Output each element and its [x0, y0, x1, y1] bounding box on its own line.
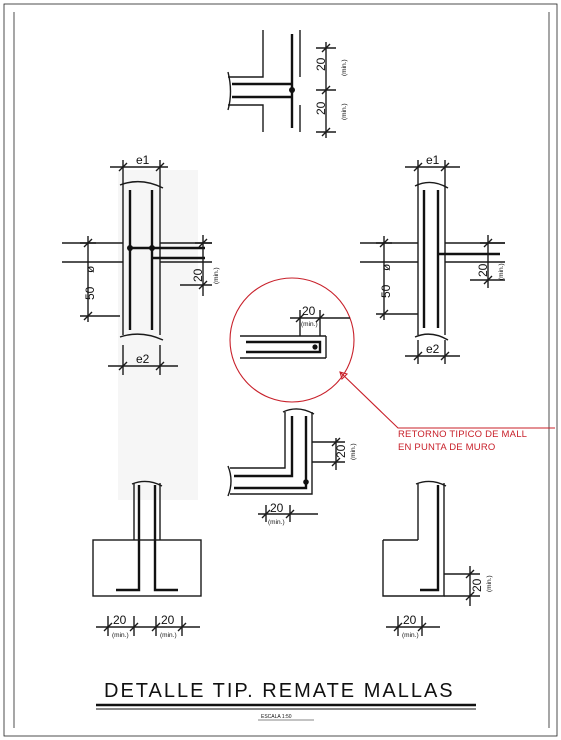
zoom-circle	[229, 277, 355, 403]
right-column-detail: e1 e2 50 ø 20 (min.)	[360, 153, 505, 364]
dim-20-br-h: 20	[403, 613, 417, 627]
top-junction-detail: 20 (min.) 20 (min.)	[227, 30, 348, 138]
dim-e2-right: e2	[426, 342, 440, 356]
dim-20-left-col: 20	[191, 268, 205, 282]
dim-20-corner-h: 20	[270, 501, 284, 515]
rebar-dot	[289, 87, 295, 93]
dim-min-zoom: (min.)	[301, 321, 318, 328]
dim-20-top-a: 20	[314, 57, 328, 71]
dim-min-br-v: (min.)	[486, 575, 493, 592]
drawing-scale: ESCALA 1:50	[261, 714, 292, 720]
dim-50-left: 50	[83, 286, 97, 300]
dim-20-br-v: 20	[470, 578, 484, 592]
dim-20-corner-v: 20	[334, 444, 348, 458]
dim-min-corner-h: (min.)	[268, 519, 285, 526]
sheet-border	[3, 3, 558, 737]
dim-min-top-a: (min.)	[341, 59, 348, 76]
dim-20-zoom: 20	[302, 304, 316, 318]
dim-e2-left: e2	[136, 352, 150, 366]
title-block: DETALLE TIP. REMATE MALLAS ESCALA 1:50	[96, 680, 476, 721]
dim-phi-right: ø	[379, 263, 393, 271]
dim-min-left-col: (min.)	[213, 267, 220, 284]
dim-min-top-b: (min.)	[341, 103, 348, 120]
dim-min-right-col: (min.)	[498, 263, 505, 280]
dim-20-top-b: 20	[314, 101, 328, 115]
footing-left	[92, 539, 202, 597]
bottom-left-foundation-detail: 20 (min.) 20 (min.)	[92, 480, 202, 639]
dim-min-bl-b: (min.)	[160, 632, 177, 639]
bottom-right-foundation-detail: 20 (min.) 20 (min.)	[382, 480, 493, 639]
dim-e1-right: e1	[426, 153, 440, 167]
annotation-line-1: RETORNO TIPICO DE MALL	[398, 429, 527, 440]
wall-end-zoom-detail: 20 (min.)	[229, 277, 355, 403]
dim-50-right: 50	[379, 284, 393, 298]
annotation-callout: RETORNO TIPICO DE MALL EN PUNTA DE MURO	[339, 371, 555, 453]
dim-phi-left: ø	[83, 265, 97, 273]
annotation-line-2: EN PUNTA DE MURO	[398, 442, 496, 453]
dim-20-right-col: 20	[476, 263, 490, 277]
dim-min-br-h: (min.)	[402, 632, 419, 639]
left-column-detail: e1 e2 50 ø 20 (min.)	[62, 153, 220, 375]
drawing-title: DETALLE TIP. REMATE MALLAS	[104, 680, 455, 702]
dim-min-bl-a: (min.)	[112, 632, 129, 639]
dim-e1-left: e1	[136, 153, 150, 167]
dim-20-bl-b: 20	[161, 613, 175, 627]
dim-min-corner-v: (min.)	[350, 443, 357, 460]
corner-detail: 20 (min.) 20 (min.)	[227, 408, 357, 526]
dim-20-bl-a: 20	[113, 613, 127, 627]
